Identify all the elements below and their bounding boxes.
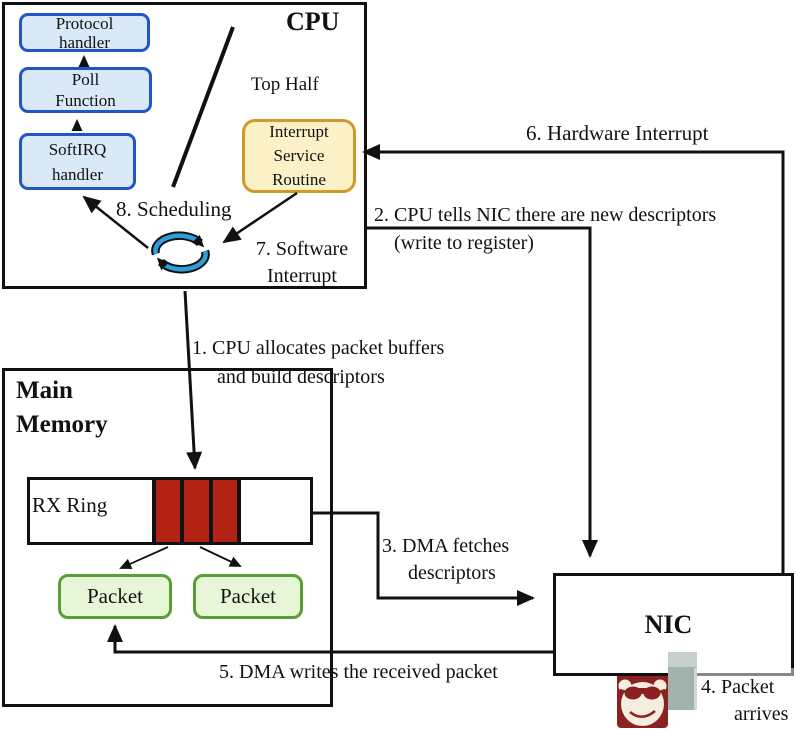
watermark-face-art — [618, 679, 667, 726]
step3-label-line1: 3. DMA fetches — [382, 535, 510, 557]
poll-function-box: Poll Function — [19, 67, 152, 113]
step7-software-interrupt-label: 7. Software Interrupt — [255, 238, 349, 287]
interrupt-service-routine-box: Interrupt Service Routine — [242, 119, 356, 193]
packet-box-right: Packet — [193, 574, 303, 619]
watermark-gray-bar — [668, 652, 697, 710]
rx-ring-filled-descriptors — [152, 477, 241, 545]
step4-label-line2: arrives — [734, 703, 789, 725]
protocol-handler-box: Protocol handler — [19, 13, 150, 52]
step2-label-line2: (write to register) — [394, 232, 534, 254]
step5-label: 5. DMA writes the received packet — [219, 661, 498, 683]
top-half-label: Top Half — [251, 74, 319, 95]
nic-title: NIC — [644, 609, 693, 639]
step6-label: 6. Hardware Interrupt — [526, 121, 709, 145]
step1-label-line1: 1. CPU allocates packet buffers — [192, 337, 445, 359]
step4-label-line1: 4. Packet — [701, 676, 775, 698]
arrow-step2-cpu-to-nic — [367, 226, 598, 558]
main-memory-title: Main Memory — [16, 377, 108, 438]
cpu-title: CPU — [286, 7, 340, 36]
descriptor-cell — [156, 480, 181, 542]
rx-ring-label: RX Ring — [32, 493, 108, 517]
softirq-handler-box: SoftIRQ handler — [19, 133, 136, 190]
packet-box-left: Packet — [58, 574, 172, 619]
step8-scheduling-label: 8. Scheduling — [116, 197, 232, 221]
watermark-fade-overlay — [694, 668, 796, 729]
step2-label-line1: 2. CPU tells NIC there are new descripto… — [374, 204, 717, 226]
descriptor-cell — [184, 480, 209, 542]
descriptor-cell — [212, 480, 237, 542]
step3-label-line2: descriptors — [408, 562, 496, 584]
step1-label-line2: and build descriptors — [217, 366, 385, 388]
watermark-face-icon — [617, 672, 668, 728]
